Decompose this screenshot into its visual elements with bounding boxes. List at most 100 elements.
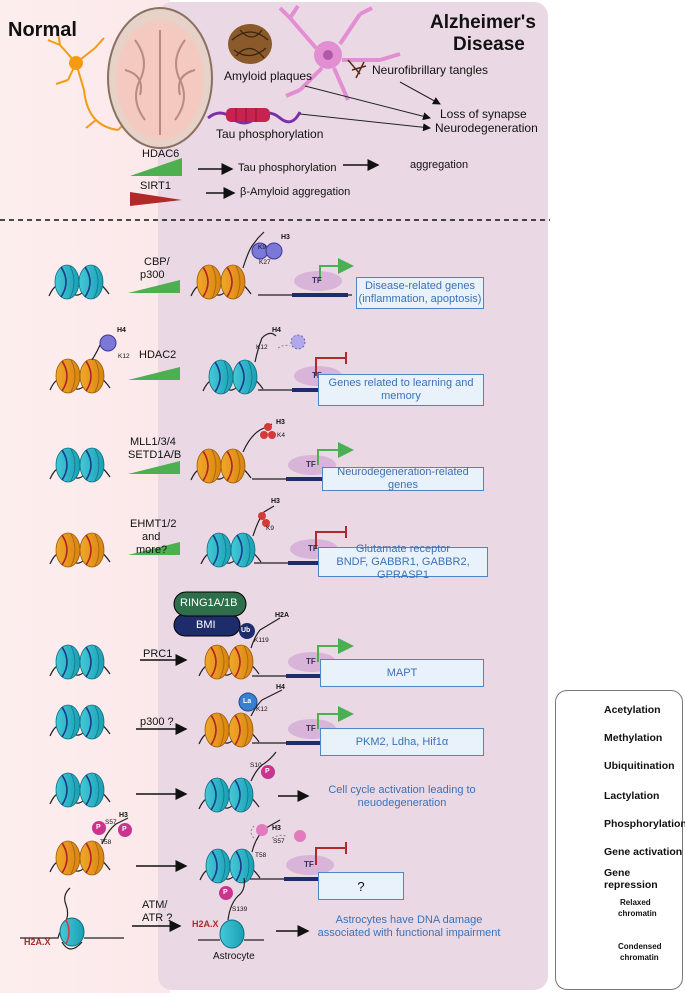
row3-histone: H3 [276, 419, 285, 426]
row8-gene-box: ? [318, 872, 404, 900]
row3-tf: TF [306, 460, 316, 469]
legend-ub-symbol: Ub [575, 762, 585, 769]
row5-enzyme: PRC1 [143, 648, 173, 660]
row5-graphic [50, 591, 354, 679]
ad-title-line2: Disease [453, 34, 525, 55]
row1-histone: H3 [281, 234, 290, 241]
row9-graphic [20, 877, 310, 950]
row7-graphic [50, 751, 310, 812]
row4-enzyme-line2: and [142, 531, 161, 543]
row2-site: K12 [256, 344, 268, 351]
row9-normal-histone: H2A.X [24, 937, 51, 947]
row6-histone: H4 [276, 684, 285, 691]
tau-phosphorylation-top-label: Tau phosphorylation [216, 127, 324, 141]
row1-enzyme-line2: p300 [140, 269, 165, 281]
legend-acetylation: Acetylation [604, 704, 661, 716]
row8-site-d: T58 [255, 852, 267, 859]
legend-condensed-line2: chromatin [620, 953, 659, 962]
row7-gene-line1: Cell cycle activation leading to [328, 784, 476, 796]
row6-site: K12 [256, 706, 268, 713]
row4-gene-line2: BNDF, GABBR1, GABBR2, GPRASP1 [336, 555, 470, 581]
row1-gene-line1: Disease-related genes [364, 280, 476, 292]
row9-cell: Astrocyte [213, 951, 255, 962]
row9-enzyme-line2: ATR ? [142, 912, 173, 924]
row9-gene-line1: Astrocytes have DNA damage [335, 914, 483, 926]
neuron-normal [47, 31, 125, 131]
amyloid-plaque-image [228, 24, 272, 64]
tau-protein-image [207, 108, 302, 125]
sirt1-effect-label: β-Amyloid aggregation [240, 186, 351, 198]
legend-ubiquitination: Ubiquitination [604, 760, 675, 772]
row9-gene-line2: associated with functional impairment [317, 927, 501, 939]
row2-graphic [50, 332, 353, 394]
row7-site: S10 [250, 762, 262, 769]
legend-lactylation: Lactylation [604, 790, 660, 802]
row6-graphic [50, 689, 354, 747]
row6-mark: La [243, 698, 252, 705]
legend-relaxed-line1: Relaxed [620, 898, 651, 907]
hdac6-effect-label: Tau phosphorylation [238, 162, 337, 174]
neurodegeneration-label: Neurodegeneration [435, 121, 538, 135]
ad-title-line1: Alzheimer's [430, 12, 536, 33]
row5-histone: H2A [275, 612, 290, 619]
row8-histone: H3 [272, 825, 281, 832]
row8-site-a: S57 [105, 819, 117, 826]
row1-gene-line2: (inflammation, apoptosis) [358, 293, 482, 305]
row2-enzyme: HDAC2 [139, 349, 177, 361]
row8-site-c: S57 [273, 838, 285, 845]
row5-site: K119 [254, 637, 269, 644]
row8-mark1: P [96, 824, 101, 831]
row5-complex-top: RING1A/1B [180, 597, 238, 609]
amyloid-plaques-label: Amyloid plaques [224, 69, 313, 83]
sirt1-wedge [130, 192, 182, 206]
row3-enzyme-line2: SETD1A/B [128, 449, 182, 461]
legend-relaxed-line2: chromatin [618, 909, 657, 918]
row3-site: K4 [277, 432, 285, 439]
row4-enzyme-line1: EHMT1/2 [130, 518, 177, 530]
row2-gene-line2: memory [381, 390, 421, 402]
row7-mark: P [265, 768, 270, 775]
aggregation-label: aggregation [410, 159, 469, 171]
row5-mark: Ub [241, 627, 251, 634]
row6-enzyme: p300 ? [140, 716, 174, 728]
legend-gene-activation: Gene activation [604, 846, 683, 858]
row2-tf: TF [312, 371, 322, 380]
row8-site-b: T58 [100, 839, 112, 846]
legend-p-symbol: P [578, 820, 583, 827]
row5-gene-box: MAPT [320, 659, 484, 687]
row3-graphic [50, 423, 354, 483]
legend-gene-repression: Gene repression [604, 867, 658, 891]
row5-complex-bottom: BMI [196, 619, 216, 631]
row8-normal-histone: H3 [119, 812, 128, 819]
row4-graphic [50, 505, 349, 567]
row9-enzyme-line1: ATM/ [142, 899, 168, 911]
row9-gene-text: Astrocytes have DNA damage associated wi… [314, 914, 504, 940]
brain-section-image [107, 7, 213, 149]
row4-enzyme-line3: more? [136, 544, 168, 556]
legend-la-symbol: La [576, 792, 585, 799]
normal-title: Normal [8, 19, 77, 41]
row4-histone: H3 [271, 498, 280, 505]
row9-histone: H2A.X [192, 919, 219, 929]
legend-methylation: Methylation [604, 732, 663, 744]
loss-of-synapse-label: Loss of synapse [440, 107, 527, 121]
row7-gene-line2: neuodegeneration [357, 797, 447, 809]
row4-tf: TF [308, 544, 318, 553]
row8-graphic [50, 817, 347, 883]
row2-gene-box: Genes related to learning and memory [318, 374, 484, 406]
row4-site: K9 [266, 525, 274, 532]
row1-enzyme-line1: CBP/ [144, 256, 170, 268]
row8-tf: TF [304, 860, 314, 869]
row2-normal-site: K12 [118, 353, 130, 360]
hdac6-wedge [130, 158, 182, 176]
row7-gene-text: Cell cycle activation leading to neuodeg… [322, 784, 482, 810]
row2-gene-line1: Genes related to learning and [328, 377, 474, 389]
row9-site: S139 [232, 906, 248, 913]
normal-background [0, 0, 170, 993]
neurofibrillary-tangles-label: Neurofibrillary tangles [372, 63, 489, 77]
row2-histone: H4 [272, 327, 281, 334]
row3-enzyme-line1: MLL1/3/4 [130, 436, 176, 448]
legend-condensed-line1: Condensed [618, 942, 662, 951]
sirt1-label: SIRT1 [140, 180, 171, 192]
hdac6-label: HDAC6 [142, 148, 180, 160]
